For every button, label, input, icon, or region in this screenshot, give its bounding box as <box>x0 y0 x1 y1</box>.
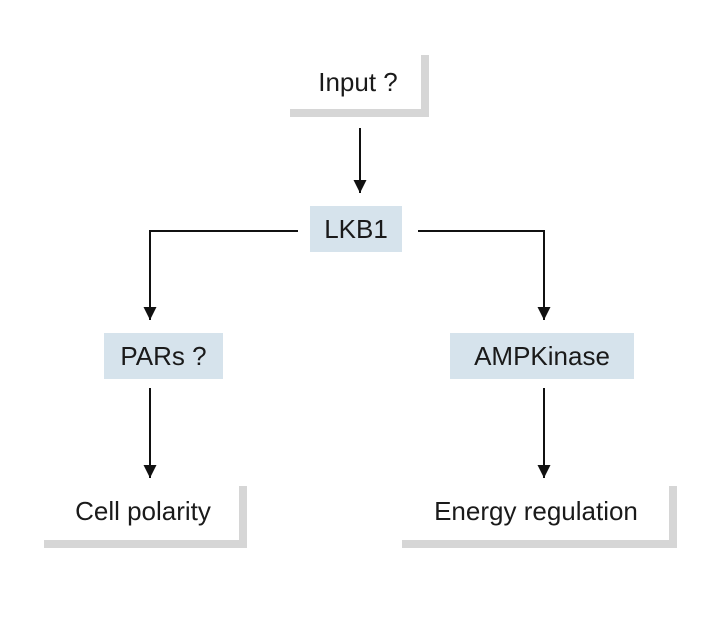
arrow-lkb1-to-pars <box>143 230 298 320</box>
arrow-lkb1-to-ampkinase <box>418 230 551 320</box>
input-bracket <box>290 55 429 117</box>
energy-regulation-node: Energy regulation <box>434 496 638 526</box>
pars-node: PARs ? <box>104 333 223 379</box>
input-node: Input ? <box>318 67 398 97</box>
ampkinase-node: AMPKinase <box>450 333 634 379</box>
cell-polarity-node: Cell polarity <box>75 496 211 526</box>
lkb1-node: LKB1 <box>310 206 402 252</box>
energy-regulation-bracket <box>402 486 677 548</box>
cell-polarity-bracket <box>44 486 247 548</box>
